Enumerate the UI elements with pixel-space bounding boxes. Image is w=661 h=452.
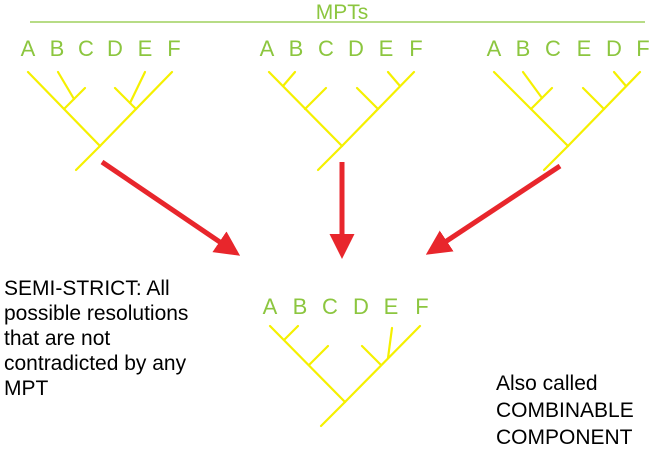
- taxon-label: E: [577, 36, 592, 61]
- taxon-label: C: [545, 36, 561, 61]
- note-line: COMPONENT: [496, 426, 633, 449]
- tree-branch: [282, 324, 300, 342]
- tree-branch: [581, 86, 606, 111]
- tree-branch: [307, 344, 330, 367]
- tree-branch: [281, 70, 297, 88]
- taxon-label: E: [384, 294, 399, 319]
- taxon-label: B: [289, 36, 304, 61]
- taxon-label: B: [516, 36, 531, 61]
- note-line: possible resolutions: [4, 302, 189, 325]
- taxon-label: D: [348, 36, 364, 61]
- semi-strict-note: SEMI-STRICT: All possible resolutions th…: [4, 276, 244, 401]
- mpt-3-labels: A B C E D F: [487, 36, 650, 61]
- taxon-label: C: [322, 294, 338, 319]
- tree-branch: [386, 70, 402, 88]
- arrow-mpt1-to-consensus: [100, 159, 241, 256]
- tree-branch: [128, 70, 147, 105]
- taxon-label: D: [107, 36, 123, 61]
- tree-branch: [521, 70, 544, 100]
- also-called-note: Also called COMBINABLE COMPONENT: [496, 370, 661, 451]
- tree-branch: [355, 86, 380, 111]
- taxon-label: D: [606, 36, 622, 61]
- tree-branch: [56, 70, 76, 101]
- taxon-label: A: [260, 36, 275, 61]
- tree-branch: [303, 86, 328, 111]
- taxon-label: E: [138, 36, 153, 61]
- note-line: Also called: [496, 372, 598, 395]
- mpt-tree-2: [267, 70, 416, 172]
- taxon-label: D: [353, 294, 369, 319]
- tree-branch: [612, 70, 628, 88]
- taxon-label: F: [167, 36, 180, 61]
- note-line: SEMI-STRICT: All: [4, 277, 170, 300]
- taxon-label: A: [487, 36, 502, 61]
- mpt-tree-1: [26, 70, 174, 172]
- tree-branch: [542, 144, 570, 172]
- note-line: MPT: [4, 377, 49, 400]
- header-title: MPTs: [316, 1, 369, 24]
- tree-branch: [316, 144, 344, 172]
- taxon-label: B: [50, 36, 65, 61]
- taxon-label: C: [318, 36, 334, 61]
- note-line: COMBINABLE: [496, 399, 634, 422]
- taxon-label: F: [409, 36, 422, 61]
- tree-branch: [319, 400, 347, 428]
- note-line: contradicted by any: [4, 352, 187, 375]
- note-line: that are not: [4, 327, 111, 350]
- tree-branch: [113, 86, 138, 111]
- mpt-tree-3: [492, 70, 642, 172]
- taxon-label: B: [293, 294, 308, 319]
- taxon-label: F: [636, 36, 649, 61]
- arrows: [100, 159, 562, 259]
- consensus-tree: [268, 324, 422, 428]
- tree-branch: [74, 144, 102, 172]
- mpt-2-labels: A B C D E F: [260, 36, 423, 61]
- taxon-label: A: [263, 294, 278, 319]
- taxon-label: A: [21, 36, 36, 61]
- tree-branch: [386, 326, 394, 360]
- tree-branch: [343, 324, 422, 404]
- tree-branch: [268, 324, 347, 404]
- taxon-label: F: [415, 294, 428, 319]
- taxon-label: C: [78, 36, 94, 61]
- arrow-mpt3-to-consensus: [425, 163, 562, 255]
- taxon-label: E: [379, 36, 394, 61]
- mpt-1-labels: A B C D E F: [21, 36, 181, 61]
- tree-branch: [360, 344, 383, 367]
- consensus-labels: A B C D E F: [263, 294, 429, 319]
